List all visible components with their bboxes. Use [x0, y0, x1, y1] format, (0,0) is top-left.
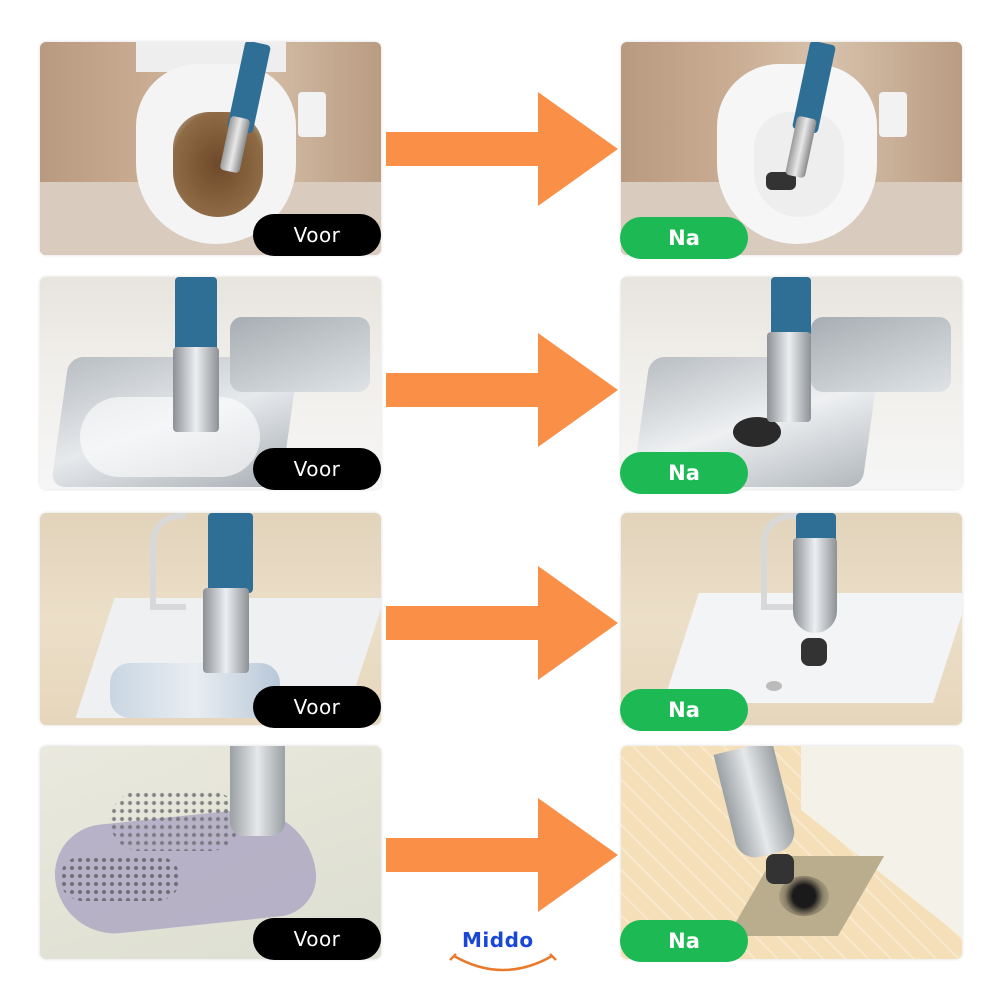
arrow-right-icon — [386, 798, 618, 912]
arrow-right-icon — [386, 92, 618, 206]
logo-text: Middo — [462, 928, 534, 952]
before-badge: Voor — [253, 918, 381, 960]
smile-icon — [449, 953, 557, 972]
after-photo-floor-drain — [621, 746, 962, 959]
after-badge: Na — [620, 689, 748, 731]
before-badge: Voor — [253, 214, 381, 256]
after-badge: Na — [620, 217, 748, 259]
before-photo-bathroom-sink — [40, 513, 381, 725]
after-badge: Na — [620, 452, 748, 494]
after-badge: Na — [620, 920, 748, 962]
arrow-right-icon — [386, 333, 618, 447]
before-badge: Voor — [253, 448, 381, 490]
middo-logo: Middo — [448, 928, 558, 978]
before-badge: Voor — [253, 686, 381, 728]
arrow-right-icon — [386, 566, 618, 680]
